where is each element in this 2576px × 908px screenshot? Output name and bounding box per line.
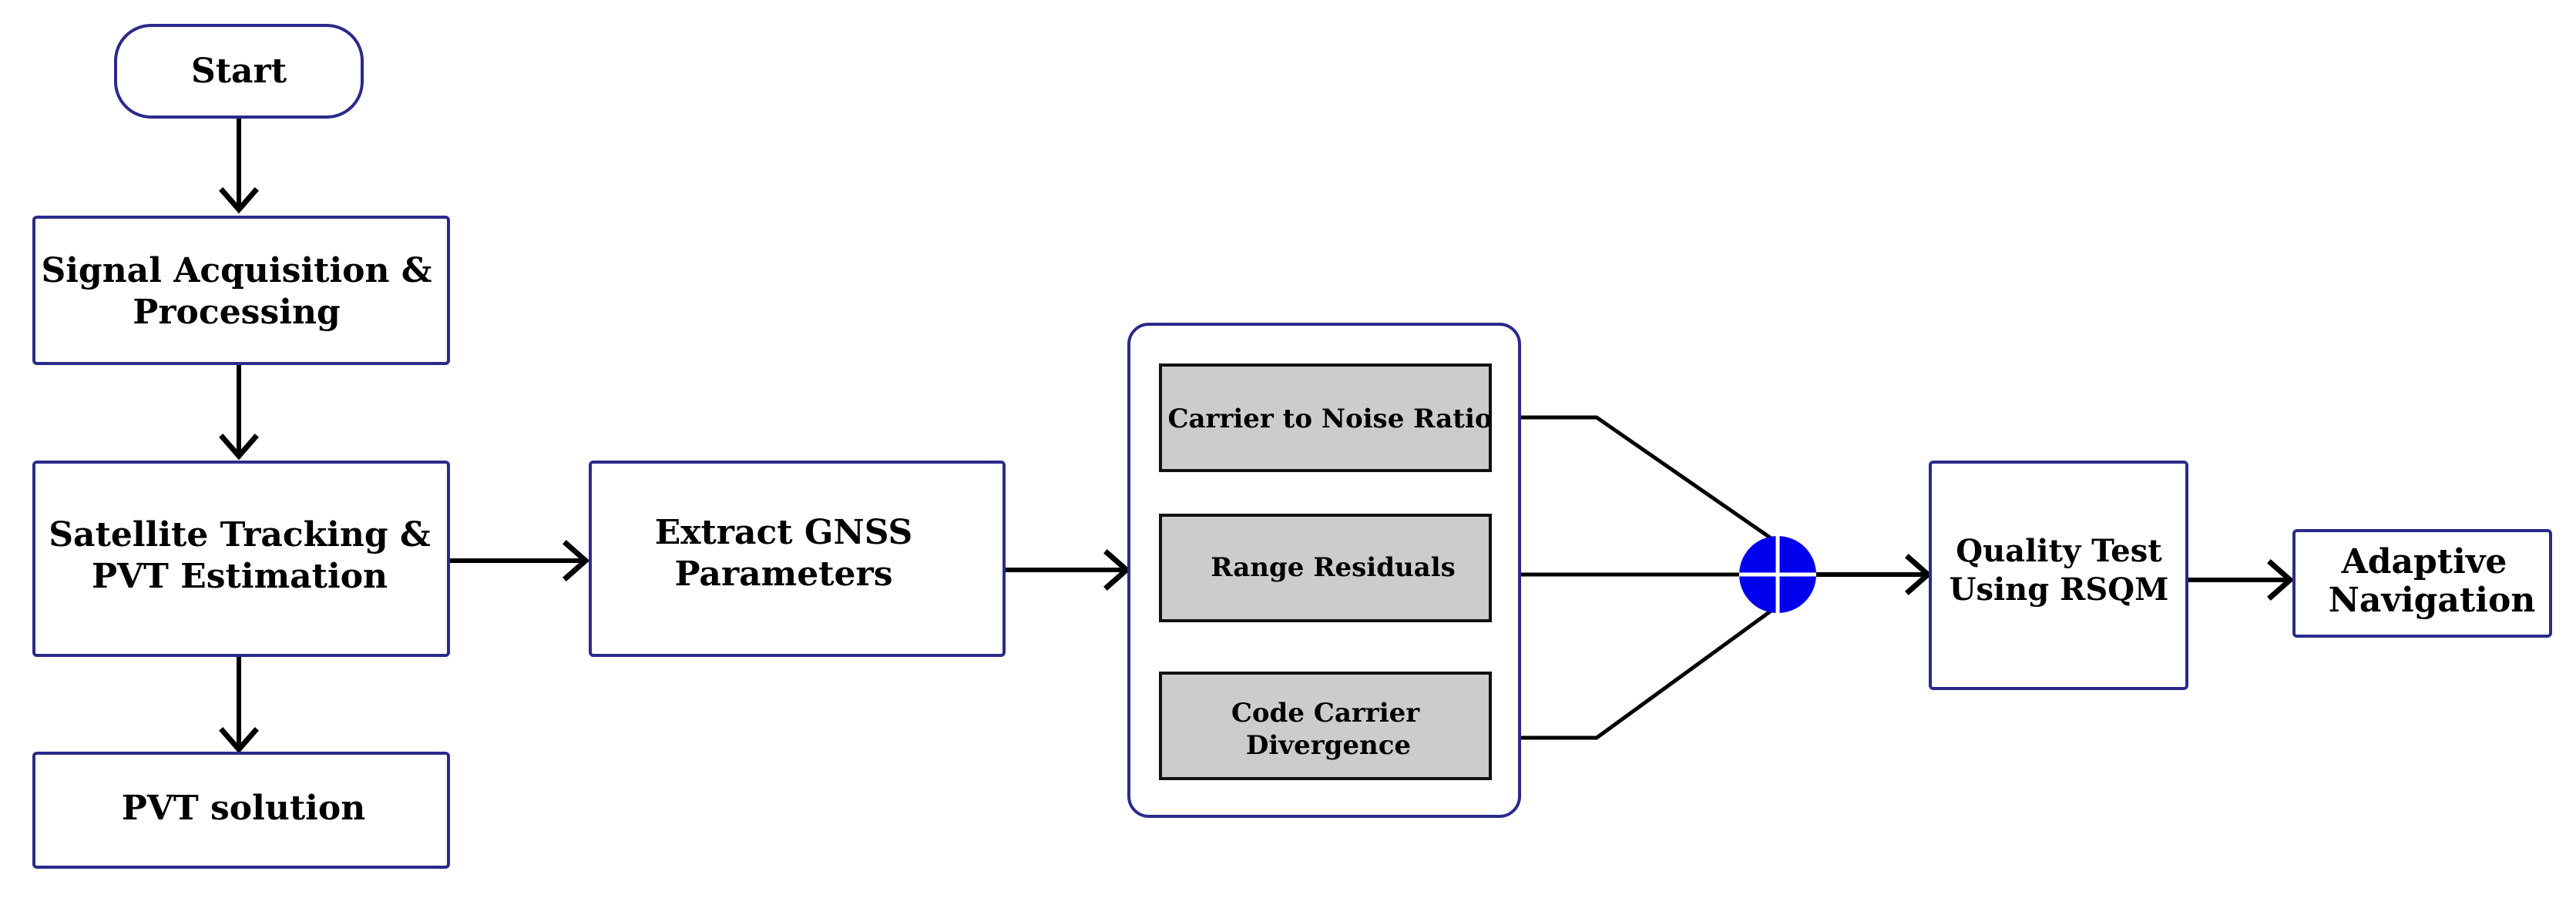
node-adaptive-navigation-label-line1: Adaptive xyxy=(2341,542,2507,581)
node-signal-acquisition-label-line1: Signal Acquisition & xyxy=(41,251,432,290)
node-quality-test-label-line1: Quality Test xyxy=(1956,533,2162,569)
node-pvt-solution-label: PVT solution xyxy=(122,789,366,828)
node-satellite-tracking-label-line2: PVT Estimation xyxy=(92,557,388,596)
edge-start-to-signal xyxy=(219,117,259,214)
node-quality-test: Quality Test Using RSQM xyxy=(1929,461,2188,690)
gnss-parameters-group: Carrier to Noise Ratio Range Residuals C… xyxy=(1127,323,1521,818)
node-start: Start xyxy=(114,24,364,119)
node-extract-gnss: Extract GNSS Parameters xyxy=(589,461,1006,657)
edge-quality-to-adaptive xyxy=(2187,559,2295,601)
node-signal-acquisition: Signal Acquisition & Processing xyxy=(32,216,450,365)
summing-junction-icon xyxy=(1739,536,1816,613)
edge-tracking-to-pvt xyxy=(219,655,259,754)
param-range-residuals: Range Residuals xyxy=(1159,514,1492,622)
wire-ccd-to-junction xyxy=(1490,608,1774,740)
edge-junction-to-quality xyxy=(1816,554,1933,595)
node-adaptive-navigation: Adaptive Navigation xyxy=(2292,529,2552,638)
param-code-carrier-divergence-label-line2: Divergence xyxy=(1246,730,1411,761)
node-satellite-tracking-label-line1: Satellite Tracking & xyxy=(49,515,430,555)
param-carrier-to-noise: Carrier to Noise Ratio xyxy=(1159,364,1493,472)
node-extract-gnss-label-line2: Parameters xyxy=(675,555,893,594)
node-satellite-tracking: Satellite Tracking & PVT Estimation xyxy=(32,461,450,657)
edge-tracking-to-extract xyxy=(448,540,590,581)
wire-cn0-to-junction xyxy=(1490,415,1774,541)
param-range-residuals-label: Range Residuals xyxy=(1211,552,1456,583)
node-signal-acquisition-label-line2: Processing xyxy=(133,293,340,332)
node-quality-test-label-line2: Using RSQM xyxy=(1950,571,2169,608)
node-pvt-solution: PVT solution xyxy=(32,752,450,869)
param-code-carrier-divergence-label-line1: Code Carrier xyxy=(1231,698,1420,729)
edge-signal-to-tracking xyxy=(219,364,259,461)
node-adaptive-navigation-label-line2: Navigation xyxy=(2329,581,2536,620)
param-carrier-to-noise-label: Carrier to Noise Ratio xyxy=(1167,404,1492,434)
node-start-label: Start xyxy=(191,52,287,91)
param-code-carrier-divergence: Code Carrier Divergence xyxy=(1159,672,1492,780)
edge-extract-to-params xyxy=(1004,549,1131,591)
node-extract-gnss-label-line1: Extract GNSS xyxy=(655,513,913,552)
